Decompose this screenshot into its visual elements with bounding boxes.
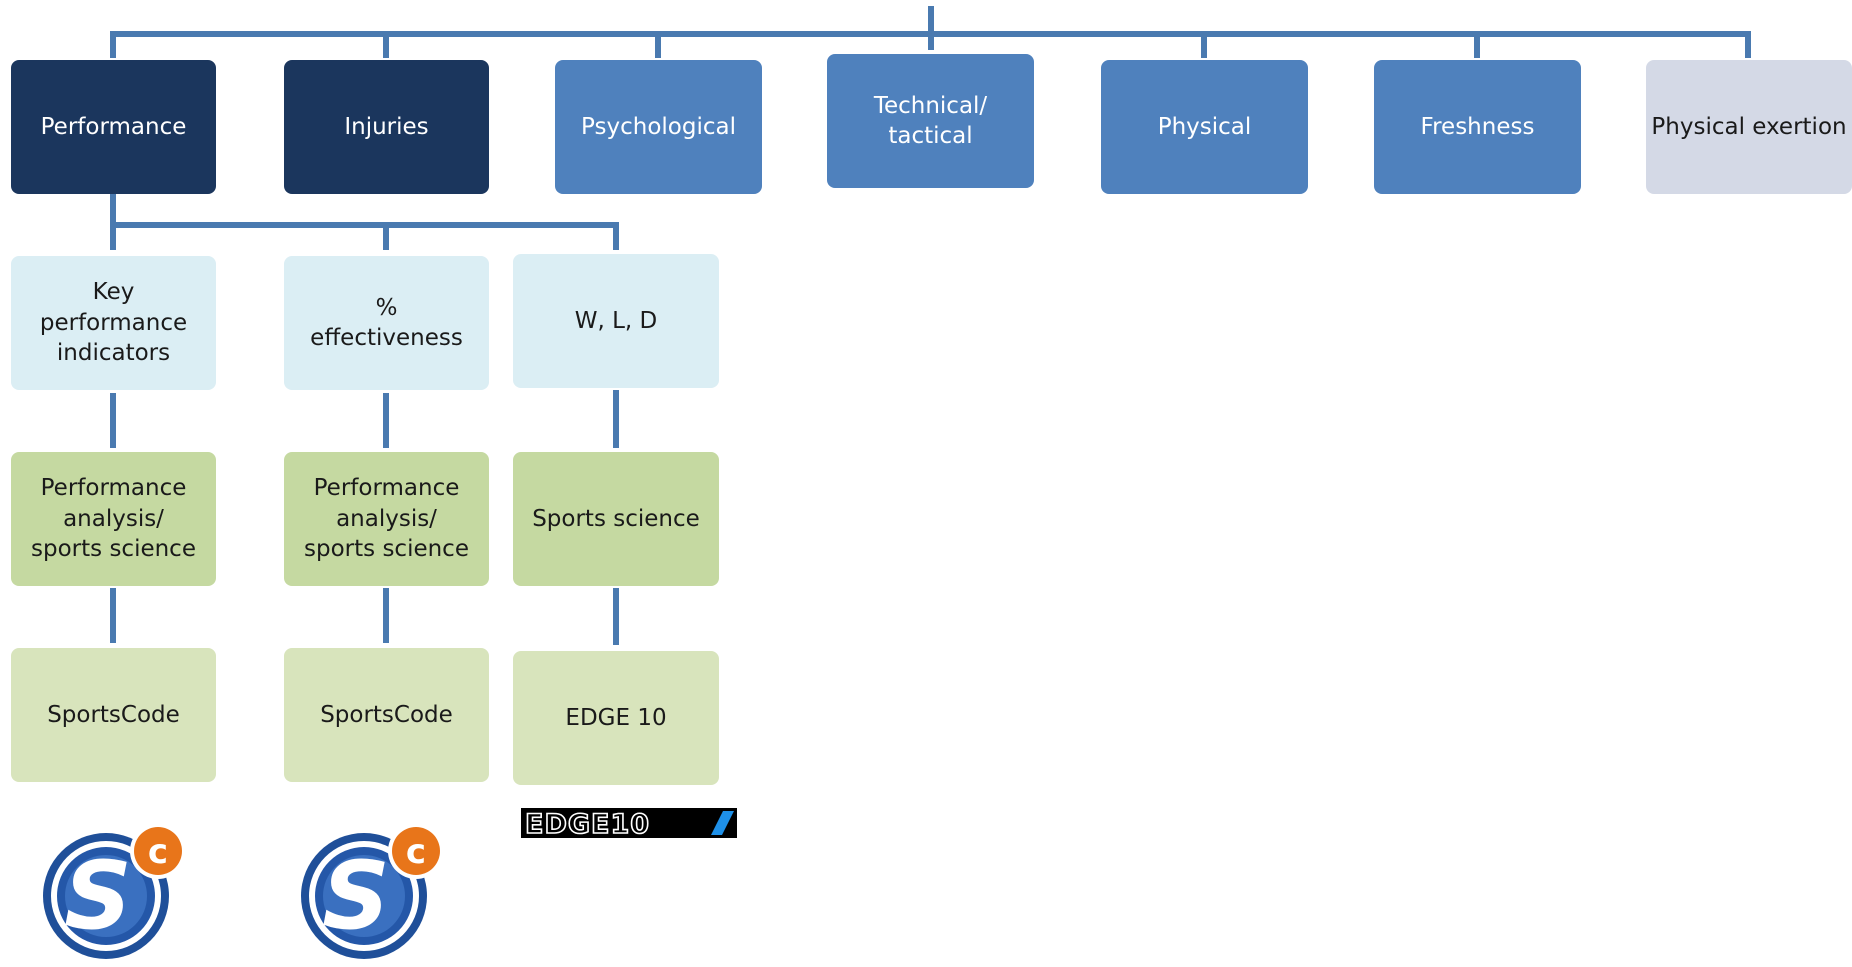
category-physical-exertion: Physical exertion — [1646, 60, 1852, 194]
tool-sportscode: SportsCode — [11, 648, 216, 782]
svg-text:C: C — [148, 832, 168, 872]
measure-label: Key performance indicators — [39, 279, 188, 367]
category-psychological: Psychological — [555, 60, 762, 194]
category-technical-tactical: Technical/ tactical — [827, 54, 1034, 188]
measure-wld: W, L, D — [513, 254, 719, 388]
method-performance-analysis: Performance analysis/ sports science — [284, 452, 489, 586]
tool-label: EDGE 10 — [565, 704, 667, 731]
svg-text:C: C — [406, 832, 426, 872]
category-freshness: Freshness — [1374, 60, 1581, 194]
svg-text:S: S — [322, 842, 390, 951]
tool-edge10: EDGE 10 — [513, 651, 719, 785]
tool-label: SportsCode — [320, 701, 453, 728]
measure-label: W, L, D — [574, 307, 658, 334]
method-label: Sports science — [532, 505, 700, 532]
method-performance-analysis: Performance analysis/ sports science — [11, 452, 216, 586]
method-label: Performance analysis/ sports science — [31, 475, 196, 563]
svg-text:S: S — [64, 842, 132, 951]
tool-sportscode: SportsCode — [284, 648, 489, 782]
sportscode-logo: S C — [301, 823, 444, 959]
category-label: Technical/ tactical — [873, 92, 988, 149]
category-label: Physical — [1157, 113, 1252, 140]
category-label: Performance — [40, 113, 187, 140]
measure-effectiveness: % effectiveness — [284, 256, 489, 390]
edge10-logo: EDGE10 — [521, 808, 737, 838]
measure-label: % effectiveness — [310, 294, 463, 351]
svg-text:EDGE10: EDGE10 — [525, 809, 650, 838]
tool-label: SportsCode — [47, 701, 180, 728]
method-sports-science: Sports science — [513, 452, 719, 586]
category-physical: Physical — [1101, 60, 1308, 194]
category-label: Freshness — [1420, 113, 1535, 140]
category-label: Physical exertion — [1651, 113, 1847, 140]
category-performance: Performance — [11, 60, 216, 194]
sportscode-logo: S C — [43, 823, 186, 959]
method-label: Performance analysis/ sports science — [304, 475, 469, 563]
category-label: Injuries — [344, 113, 429, 140]
category-label: Psychological — [581, 113, 736, 140]
measure-key-performance-indicators: Key performance indicators — [11, 256, 216, 390]
category-injuries: Injuries — [284, 60, 489, 194]
